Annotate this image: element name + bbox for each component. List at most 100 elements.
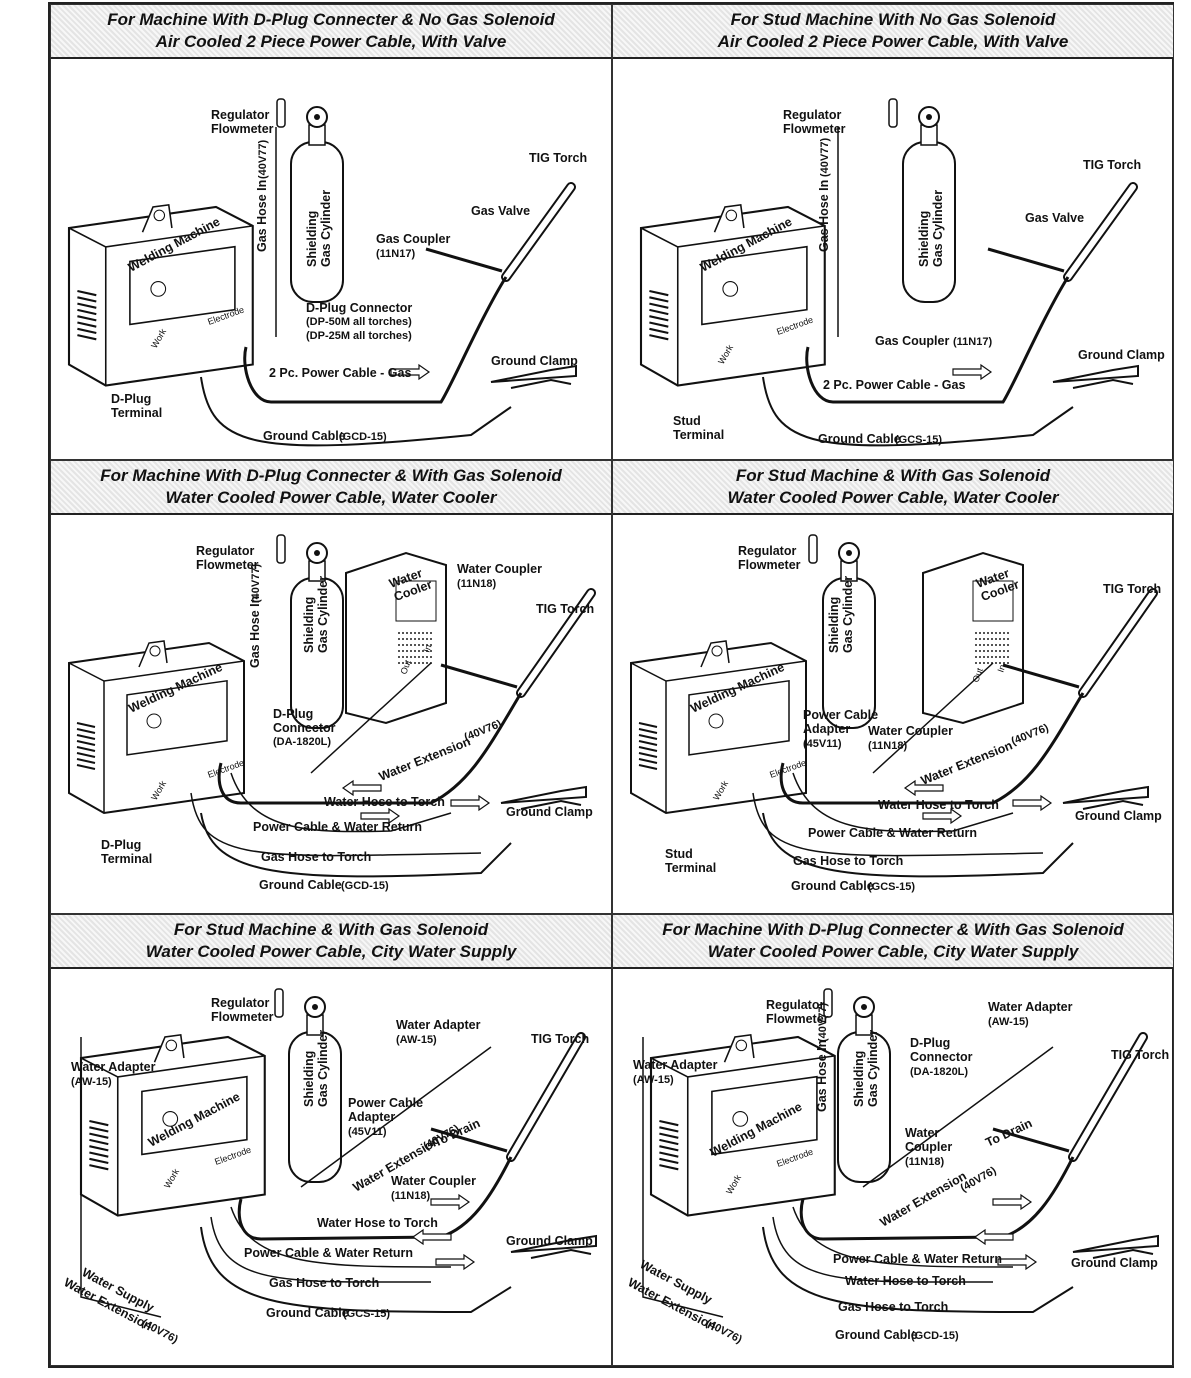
ground-clamp-icon [490, 364, 577, 389]
ground-cable-line [200, 812, 512, 878]
dplug-label: D-Plug [910, 1036, 950, 1050]
dplug-label: Connector [910, 1050, 973, 1064]
ground-cable-line [762, 812, 1074, 878]
adapter-label: Power Cable [803, 708, 878, 722]
flow-arrow-icon [997, 1253, 1038, 1271]
dplug-pn-label: (DP-25M all torches) [306, 330, 412, 342]
water-cooler-icon [345, 551, 447, 725]
gas-hose-line [190, 792, 482, 857]
panel-header: For Machine With D-Plug Connecter & With… [51, 461, 611, 515]
panel-header: For Machine With D-Plug Connecter & No G… [51, 5, 611, 59]
gas-valve-label: Gas Valve [1025, 211, 1084, 225]
panel-title-line-1: For Stud Machine & With Gas Solenoid [173, 920, 489, 939]
cylinder-label: Gas Cylinder [316, 576, 330, 653]
water-ext-line [310, 662, 432, 774]
dplug-pn-label: (DA-1820L) [273, 736, 331, 748]
panel-title-line-1: For Machine With D-Plug Connecter & With… [100, 466, 562, 485]
cylinder-label: Shielding [302, 1051, 316, 1107]
power-cable-line [217, 692, 523, 805]
tig-torch-label: TIG Torch [1111, 1048, 1169, 1062]
gas-cylinder-icon [274, 988, 342, 1183]
terminal-label: Terminal [101, 852, 152, 866]
to-drain-label: To Drain [983, 1116, 1034, 1150]
terminal-label: Terminal [673, 428, 724, 442]
dplug-pn-label: (DP-50M all torches) [306, 316, 412, 328]
regulator-flowmeter-icon [888, 98, 898, 128]
water-ext-line [872, 662, 994, 774]
terminal-label: Terminal [111, 406, 162, 420]
ground-cable-label: Ground Cable [263, 429, 346, 443]
terminal-label: Stud [673, 414, 701, 428]
panel-title-line-2: Air Cooled 2 Piece Power Cable, With Val… [155, 32, 507, 51]
water-supply-line [642, 1037, 724, 1318]
cylinder-label: Gas Cylinder [931, 190, 945, 267]
panel-title-line-2: Air Cooled 2 Piece Power Cable, With Val… [717, 32, 1069, 51]
water-coupler-label: Water Coupler [391, 1174, 476, 1188]
ground-clamp-label: Ground Clamp [506, 805, 593, 819]
water-line [792, 1206, 1014, 1268]
panel-title-line-1: For Machine With D-Plug Connecter & No G… [107, 10, 555, 29]
power-return-label: Power Cable & Water Return [808, 826, 977, 840]
water-adapter-top-pn-label: (AW-15) [988, 1016, 1029, 1028]
gas-hose-label: Gas Hose to Torch [838, 1300, 948, 1314]
ground-clamp-label: Ground Clamp [1071, 1256, 1158, 1270]
dplug-pn-label: (DA-1820L) [910, 1066, 968, 1078]
adapter-label: Adapter [803, 722, 850, 736]
ground-cable-pn-label: (GCD-15) [341, 880, 389, 892]
regulator-label: Regulator [766, 998, 824, 1012]
cylinder-label: Gas Cylinder [866, 1030, 880, 1107]
out-label: Out [970, 666, 985, 684]
power-cable-line [779, 692, 1085, 805]
tig-torch-icon [992, 1032, 1148, 1162]
welding-machine-icon [630, 640, 807, 815]
tig-torch-label: TIG Torch [1083, 158, 1141, 172]
water-extension-label: Water Extension [377, 734, 473, 783]
ground-cable-pn-label: (GCS-15) [343, 1308, 390, 1320]
water-coupler-label: Water [905, 1126, 939, 1140]
flow-arrow-icon [341, 779, 382, 797]
ground-clamp-icon [510, 1234, 597, 1259]
water-hose-label: Water Hose to Torch [878, 798, 999, 812]
power-cable-line [243, 276, 508, 404]
ground-cable-pn-label: (GCD-15) [339, 431, 387, 443]
regulator-label: Flowmeter [766, 1012, 829, 1026]
tig-torch-icon [430, 1032, 586, 1162]
regulator-label: Regulator [211, 108, 269, 122]
regulator-label: Flowmeter [196, 558, 259, 572]
gas-hose-in-pn: (40V77) [819, 138, 831, 177]
water-coupler-label: Water Coupler [457, 562, 542, 576]
adapter-label: Power Cable [348, 1096, 423, 1110]
water-hose-label: Water Hose to Torch [317, 1216, 438, 1230]
cylinder-label: Shielding [852, 1051, 866, 1107]
adapter-label: Adapter [348, 1110, 395, 1124]
gas-hose-label: Gas Hose to Torch [261, 850, 371, 864]
water-extension-pn: (40V76) [463, 718, 504, 744]
ground-cable-pn-label: (GCD-15) [911, 1330, 959, 1342]
regulator-label: Flowmeter [738, 558, 801, 572]
tig-torch-label: TIG Torch [1103, 582, 1161, 596]
regulator-flowmeter-icon [823, 988, 833, 1018]
panel-title-line-1: For Stud Machine With No Gas Solenoid [730, 10, 1056, 29]
terminal-label: Terminal [665, 861, 716, 875]
ground-cable-label: Ground Cable [791, 879, 874, 893]
gas-hose-in-pn: (40V77) [257, 140, 269, 179]
water-extension-label: Water Extension [878, 1169, 969, 1230]
water-adapter-left-label: Water Adapter [71, 1060, 156, 1074]
terminal-label: D-Plug [111, 392, 151, 406]
gas-hose-label: Gas Hose to Torch [793, 854, 903, 868]
cylinder-label: Shielding [917, 211, 931, 267]
ground-clamp-label: Ground Clamp [506, 1234, 593, 1248]
gas-cylinder-icon [888, 98, 956, 303]
welding-machine-icon [79, 1034, 266, 1217]
flow-arrow-icon [435, 1253, 476, 1271]
flow-arrow-icon [903, 779, 944, 797]
water-coupler-pn-label: (11N18) [457, 578, 496, 590]
flow-arrow-icon [922, 807, 963, 825]
welding-machine-icon [649, 1034, 836, 1217]
tig-torch-icon [1002, 588, 1158, 698]
flow-arrow-icon [992, 1193, 1033, 1211]
